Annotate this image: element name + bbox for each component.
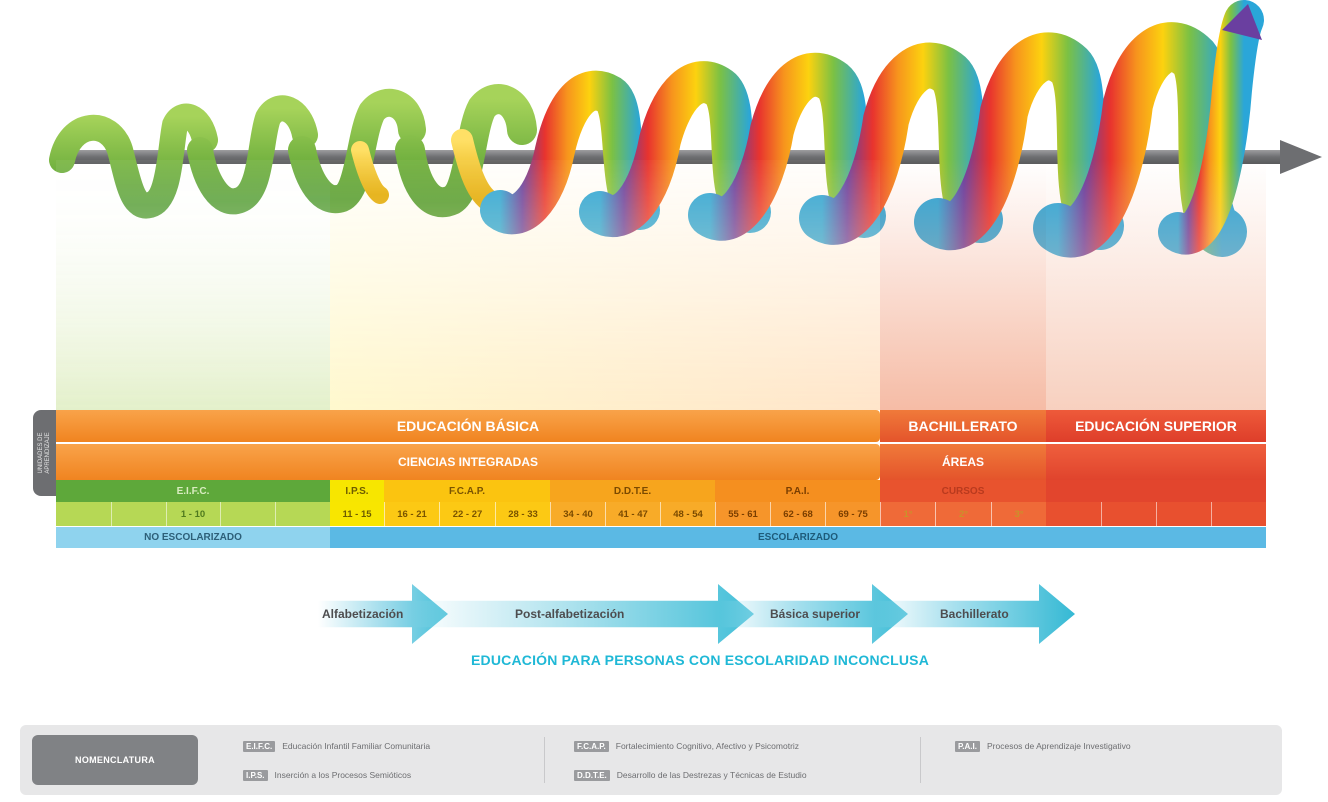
ddte-label: D.D.T.E. xyxy=(613,485,652,497)
bg-band-green xyxy=(56,160,330,410)
legend-abbr: I.P.S. xyxy=(243,769,268,781)
range-label-3: 22 - 27 xyxy=(452,508,483,520)
cell-range-4: 28 - 33 xyxy=(495,502,550,526)
cursos-label: CURSOS xyxy=(941,485,985,497)
legend-desc: Educación Infantil Familiar Comunitaria xyxy=(282,741,431,751)
educacion-basica-label: EDUCACIÓN BÁSICA xyxy=(396,418,540,434)
legend-abbr: D.D.T.E. xyxy=(574,769,610,781)
range-label-2: 16 - 21 xyxy=(397,508,427,520)
bg-band-yellow-orange xyxy=(330,160,880,410)
range-label-4: 28 - 33 xyxy=(508,508,538,520)
ips-label: I.P.S. xyxy=(345,485,369,497)
legend-item-fcap: F.C.A.P. Fortalecimiento Cognitivo, Afec… xyxy=(574,739,799,753)
legend-item-pai: P.A.I. Procesos de Aprendizaje Investiga… xyxy=(955,739,1131,753)
bg-band-bachillerato xyxy=(880,160,1046,410)
cell-pai: P.A.I. xyxy=(715,480,880,502)
cell-range-ips: 11 - 15 xyxy=(330,502,384,526)
legend-item-eifc: E.I.F.C. Educación Infantil Familiar Com… xyxy=(243,739,430,753)
cell-superior-empty-2 xyxy=(1046,444,1266,480)
legend-desc: Desarrollo de las Destrezas y Técnicas d… xyxy=(616,770,807,780)
cell-range-7: 48 - 54 xyxy=(660,502,715,526)
bg-band-superior xyxy=(1046,160,1266,410)
ciencias-integradas-label: CIENCIAS INTEGRADAS xyxy=(397,455,538,469)
cell-range-3: 22 - 27 xyxy=(439,502,495,526)
range-label-8: 55 - 61 xyxy=(728,508,758,520)
side-tab: UNIDADES DE APRENDIZAJE xyxy=(33,410,56,496)
course-label-2: 2° xyxy=(958,508,969,520)
range-label-5: 34 - 40 xyxy=(563,508,593,520)
range-label-1: 11 - 15 xyxy=(342,508,372,520)
cell-fcap: F.C.A.P. xyxy=(384,480,550,502)
legend-abbr: F.C.A.P. xyxy=(574,740,609,752)
bachillerato-label: BACHILLERATO xyxy=(908,418,1018,434)
arrow-label-bachillerato: Bachillerato xyxy=(940,607,1009,621)
legend-item-ips: I.P.S. Inserción a los Procesos Semiótic… xyxy=(243,768,411,782)
range-label-0: 1 - 10 xyxy=(180,508,206,520)
legend-abbr: E.I.F.C. xyxy=(243,740,276,752)
cell-superior-empty-4 xyxy=(1046,502,1266,526)
arrow-label-basica-superior: Básica superior xyxy=(770,607,861,621)
legend-title: NOMENCLATURA xyxy=(32,735,198,785)
educacion-superior-label: EDUCACIÓN SUPERIOR xyxy=(1075,418,1237,434)
cell-cursos: CURSOS xyxy=(880,480,1046,502)
legend-desc: Inserción a los Procesos Semióticos xyxy=(274,770,412,780)
cell-bachillerato: BACHILLERATO xyxy=(880,410,1046,442)
cell-course-3: 3° xyxy=(991,502,1046,526)
cell-course-2: 2° xyxy=(935,502,991,526)
cell-eifc: E.I.F.C. xyxy=(56,480,330,502)
cell-range-8: 55 - 61 xyxy=(715,502,770,526)
cell-superior-empty-3 xyxy=(1046,480,1266,502)
cell-range-2: 16 - 21 xyxy=(384,502,439,526)
legend-title-text: NOMENCLATURA xyxy=(75,755,155,765)
arrow-label-post-alfabetizacion: Post-alfabetización xyxy=(515,607,625,621)
course-label-1: 1° xyxy=(903,508,913,520)
cell-range-10: 69 - 75 xyxy=(825,502,880,526)
cell-course-1: 1° xyxy=(880,502,935,526)
cell-ips: I.P.S. xyxy=(330,480,384,502)
cell-range-9: 62 - 68 xyxy=(770,502,825,526)
legend-desc: Procesos de Aprendizaje Investigativo xyxy=(986,741,1131,751)
no-escolarizado-label: NO ESCOLARIZADO xyxy=(144,532,242,543)
legend-separator xyxy=(920,737,921,783)
bottom-title: EDUCACIÓN PARA PERSONAS CON ESCOLARIDAD … xyxy=(470,652,930,668)
cell-areas: ÁREAS xyxy=(880,444,1046,480)
arrow-label-alfabetizacion: Alfabetización xyxy=(322,607,404,621)
cell-educacion-superior: EDUCACIÓN SUPERIOR xyxy=(1046,410,1266,442)
fcap-label: F.C.A.P. xyxy=(449,485,485,497)
side-tab-label: UNIDADES DE APRENDIZAJE xyxy=(37,432,51,474)
pai-label: P.A.I. xyxy=(785,485,810,497)
cell-ddte: D.D.T.E. xyxy=(550,480,715,502)
range-label-7: 48 - 54 xyxy=(673,508,703,520)
legend-abbr: P.A.I. xyxy=(955,740,980,752)
escolarizado-label: ESCOLARIZADO xyxy=(758,532,838,543)
range-label-10: 69 - 75 xyxy=(838,508,868,520)
nomenclature-legend: NOMENCLATURA E.I.F.C. Educación Infantil… xyxy=(20,725,1282,795)
range-label-6: 41 - 47 xyxy=(618,508,648,520)
cell-ciencias-integradas: CIENCIAS INTEGRADAS xyxy=(56,444,880,480)
cell-educacion-basica: EDUCACIÓN BÁSICA xyxy=(56,410,880,442)
cell-range-eifc: 1 - 10 xyxy=(56,502,330,526)
cell-no-escolarizado: NO ESCOLARIZADO xyxy=(56,527,330,548)
cell-range-6: 41 - 47 xyxy=(605,502,660,526)
eifc-label: E.I.F.C. xyxy=(176,485,210,497)
legend-desc: Fortalecimiento Cognitivo, Afectivo y Ps… xyxy=(615,741,800,751)
range-label-9: 62 - 68 xyxy=(783,508,813,520)
course-label-3: 3° xyxy=(1014,508,1024,520)
cell-range-5: 34 - 40 xyxy=(550,502,605,526)
cell-escolarizado: ESCOLARIZADO xyxy=(330,527,1266,548)
legend-item-ddte: D.D.T.E. Desarrollo de las Destrezas y T… xyxy=(574,768,807,782)
areas-label: ÁREAS xyxy=(941,455,984,469)
legend-separator xyxy=(544,737,545,783)
